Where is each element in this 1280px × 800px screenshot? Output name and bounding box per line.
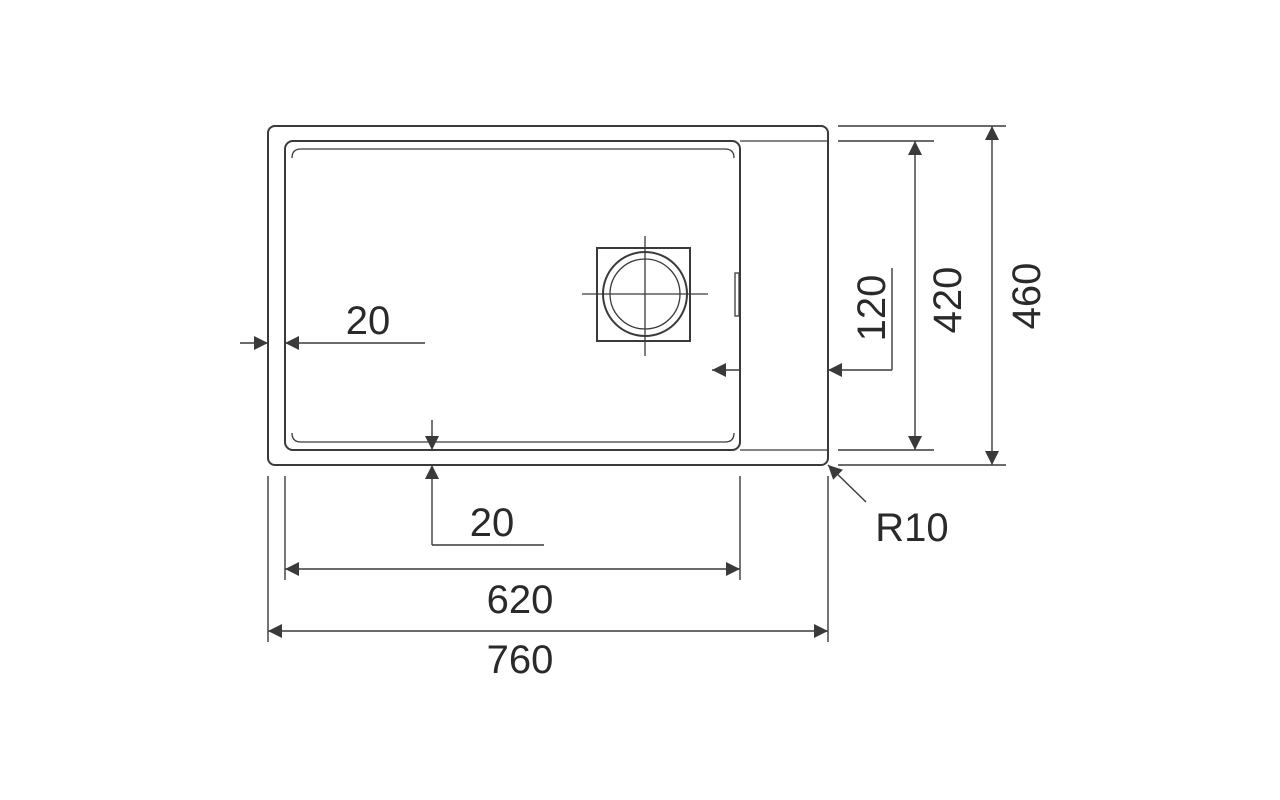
overflow-slot — [734, 272, 740, 317]
bowl-inner-rim-top — [291, 148, 735, 159]
dim-label-620: 620 — [487, 578, 554, 622]
dim-label-120: 120 — [850, 275, 894, 342]
bowl-outline — [284, 140, 741, 451]
dim-label-rim-bottom: 20 — [470, 501, 515, 545]
dim-label-760: 760 — [487, 638, 554, 682]
dim-label-r10: R10 — [875, 506, 948, 550]
dim-label-420: 420 — [926, 267, 970, 334]
dim-label-460: 460 — [1005, 263, 1049, 330]
drain — [582, 236, 708, 356]
bowl-inner-rim-bottom — [291, 432, 735, 443]
dim-label-rim-left: 20 — [346, 299, 391, 343]
sink-outer-outline — [267, 125, 829, 466]
dim-leader-r10 — [827, 464, 867, 503]
